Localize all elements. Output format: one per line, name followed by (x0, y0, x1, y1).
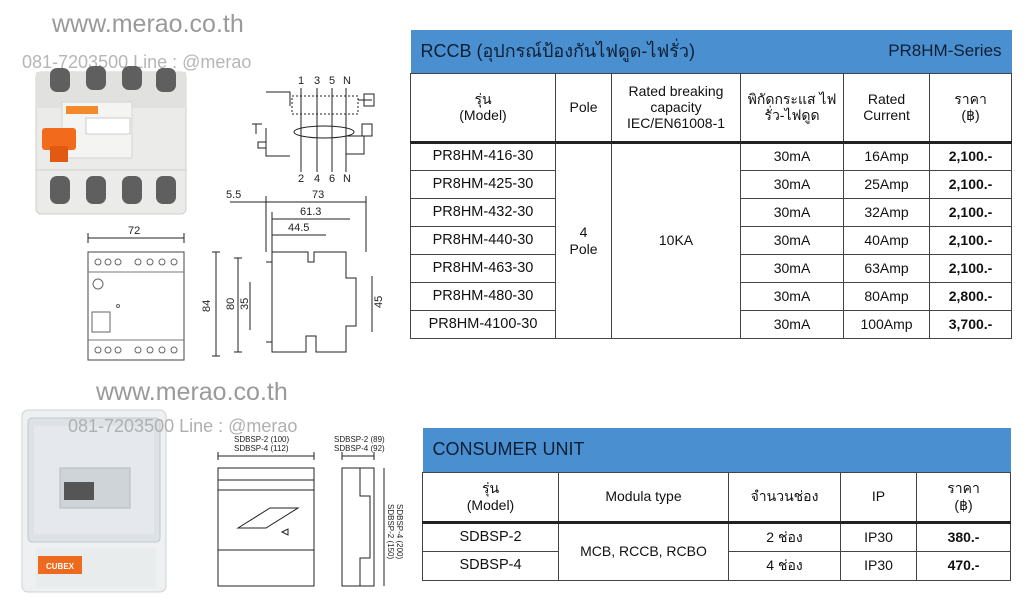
consumer-unit-side-drawing: SDBSP-2 (89) SDBSP-4 (92) SDBSP-2 (150) … (334, 435, 404, 587)
model-cell: PR8HM-425-30 (410, 169, 556, 199)
front-width-label: 72 (128, 225, 140, 237)
consumer-unit-front-drawing: SDBSP-2 (100) SDBSP-4 (112) (217, 435, 315, 587)
sensitivity-cell: 30mA (739, 197, 845, 227)
watermark-url: www.merao.co.th (52, 10, 244, 38)
price-cell: 3,700.- (929, 309, 1013, 339)
terminal-label: N (343, 75, 351, 87)
price-cell: 2,100.- (929, 225, 1013, 255)
ip-cell: IP30 (840, 550, 917, 581)
rccb-price-table: RCCB (อุปกรณ์ป้องกันไฟดูด-ไฟรั่ว) PR8HM-… (410, 30, 1013, 339)
modula-cell: MCB, RCCB, RCBO (558, 521, 729, 581)
table-row: SDBSP-2 MCB, RCCB, RCBO 2 ช่อง IP30 380.… (422, 521, 1012, 581)
current-cell: 25Amp (843, 169, 931, 199)
price-cell: 2,100.- (929, 253, 1013, 283)
rccb-table-title: RCCB (อุปกรณ์ป้องกันไฟดูด-ไฟรั่ว) (410, 30, 844, 73)
sensitivity-cell: 30mA (739, 253, 845, 283)
sensitivity-cell: 30mA (739, 225, 845, 255)
header-ip: IP (840, 471, 917, 524)
current-cell: 40Amp (843, 225, 931, 255)
sensitivity-cell: 30mA (739, 281, 845, 311)
dim-label: 84 (201, 300, 213, 312)
current-cell: 16Amp (843, 141, 931, 171)
price-cell: 2,100.- (929, 141, 1013, 171)
header-model: รุ่น (Model) (422, 471, 559, 524)
dim-label: 5.5 (226, 189, 241, 201)
table-row: PR8HM-440-30 30mA 40Amp 2,100.- (410, 225, 1013, 255)
dim-label: 80 (225, 298, 237, 310)
table-row: PR8HM-4100-30 30mA 100Amp 3,700.- (410, 309, 1013, 339)
model-cell: SDBSP-2 (422, 521, 559, 552)
rccb-wiring-diagram: 1 3 5 N 2 4 6 N (252, 75, 375, 185)
table-row: PR8HM-480-30 30mA 80Amp 2,800.- (410, 281, 1013, 311)
model-cell: SDBSP-4 (422, 550, 559, 581)
sensitivity-cell: 30mA (739, 169, 845, 199)
price-cell: 470.- (915, 550, 1012, 581)
table-row: PR8HM-425-30 30mA 25Amp 2,100.- (410, 169, 1013, 199)
model-cell: PR8HM-432-30 (410, 197, 556, 227)
table-row: SDBSP-4 4 ช่อง IP30 470.- (422, 550, 1012, 581)
consumer-unit-price-table: CONSUMER UNIT รุ่น (Model) Modula type จ… (422, 428, 1012, 581)
brand-logo: CUBEX (46, 562, 75, 571)
rccb-series-label: PR8HM-Series (843, 30, 1012, 73)
dim-label: 45 (373, 296, 385, 308)
terminal-label: 3 (314, 75, 320, 87)
terminal-label: 6 (329, 173, 335, 185)
model-cell: PR8HM-463-30 (410, 253, 556, 283)
model-cell: PR8HM-4100-30 (410, 309, 556, 339)
terminal-label: 5 (329, 75, 335, 87)
header-price: ราคา (฿) (929, 72, 1013, 144)
price-cell: 2,800.- (929, 281, 1013, 311)
watermark-url: www.merao.co.th (96, 378, 288, 406)
header-pole: Pole (555, 72, 612, 144)
header-sensitivity: พิกัดกระแส ไฟรั่ว-ไฟดูด (739, 72, 845, 144)
current-cell: 80Amp (843, 281, 931, 311)
breaking-cell: 10KA (611, 141, 741, 339)
model-cell: PR8HM-480-30 (410, 281, 556, 311)
model-cell: PR8HM-440-30 (410, 225, 556, 255)
dim-label: 44.5 (288, 222, 309, 234)
dim-label: 73 (312, 189, 324, 201)
table-row: PR8HM-416-30 4 Pole 10KA 30mA 16Amp 2,10… (410, 141, 1013, 339)
sensitivity-cell: 30mA (739, 141, 845, 171)
current-cell: 100Amp (843, 309, 931, 339)
cu-dim-label: SDBSP-2 (150) (386, 504, 395, 559)
rccb-side-drawing: 5.5 73 61.3 44.5 84 80 35 45 (201, 189, 385, 357)
header-price: ราคา (฿) (915, 471, 1012, 524)
cu-dim-label: SDBSP-2 (100) (234, 435, 289, 444)
terminal-label: N (343, 173, 351, 185)
header-channels: จำนวนช่อง (728, 471, 841, 524)
pole-cell: 4 Pole (555, 141, 612, 339)
dim-label: 61.3 (300, 206, 321, 218)
cu-dim-label: SDBSP-4 (112) (234, 444, 289, 453)
cu-dim-label: SDBSP-4 (92) (334, 444, 385, 453)
price-cell: 2,100.- (929, 169, 1013, 199)
header-rated-current: Rated Current (843, 72, 931, 144)
rccb-front-drawing: 72 (87, 225, 185, 361)
sensitivity-cell: 30mA (739, 309, 845, 339)
header-model: รุ่น (Model) (410, 72, 556, 144)
channels-cell: 2 ช่อง (728, 521, 841, 552)
header-modula-type: Modula type (558, 471, 729, 524)
cu-dim-label: SDBSP-2 (89) (334, 435, 385, 444)
model-cell: PR8HM-416-30 (410, 141, 556, 171)
price-cell: 2,100.- (929, 197, 1013, 227)
dim-label: 35 (239, 298, 251, 310)
terminal-label: 4 (314, 173, 320, 185)
terminal-label: 2 (298, 173, 304, 185)
consumer-unit-photo: CUBEX (21, 409, 167, 593)
ip-cell: IP30 (840, 521, 917, 552)
watermark-contact: 081-7203500 Line : @merao (68, 416, 298, 436)
terminal-label: 1 (298, 75, 304, 87)
cu-table-title: CONSUMER UNIT (422, 428, 1011, 472)
current-cell: 32Amp (843, 197, 931, 227)
price-cell: 380.- (915, 521, 1012, 552)
header-breaking-capacity: Rated breaking capacity IEC/EN61008-1 (611, 72, 741, 144)
rccb-photo (35, 66, 187, 215)
channels-cell: 4 ช่อง (728, 550, 841, 581)
current-cell: 63Amp (843, 253, 931, 283)
table-row: PR8HM-432-30 30mA 32Amp 2,100.- (410, 197, 1013, 227)
cu-dim-label: SDBSP-4 (200) (395, 504, 404, 559)
watermark-contact: 081-7203500 Line : @merao (22, 52, 252, 72)
